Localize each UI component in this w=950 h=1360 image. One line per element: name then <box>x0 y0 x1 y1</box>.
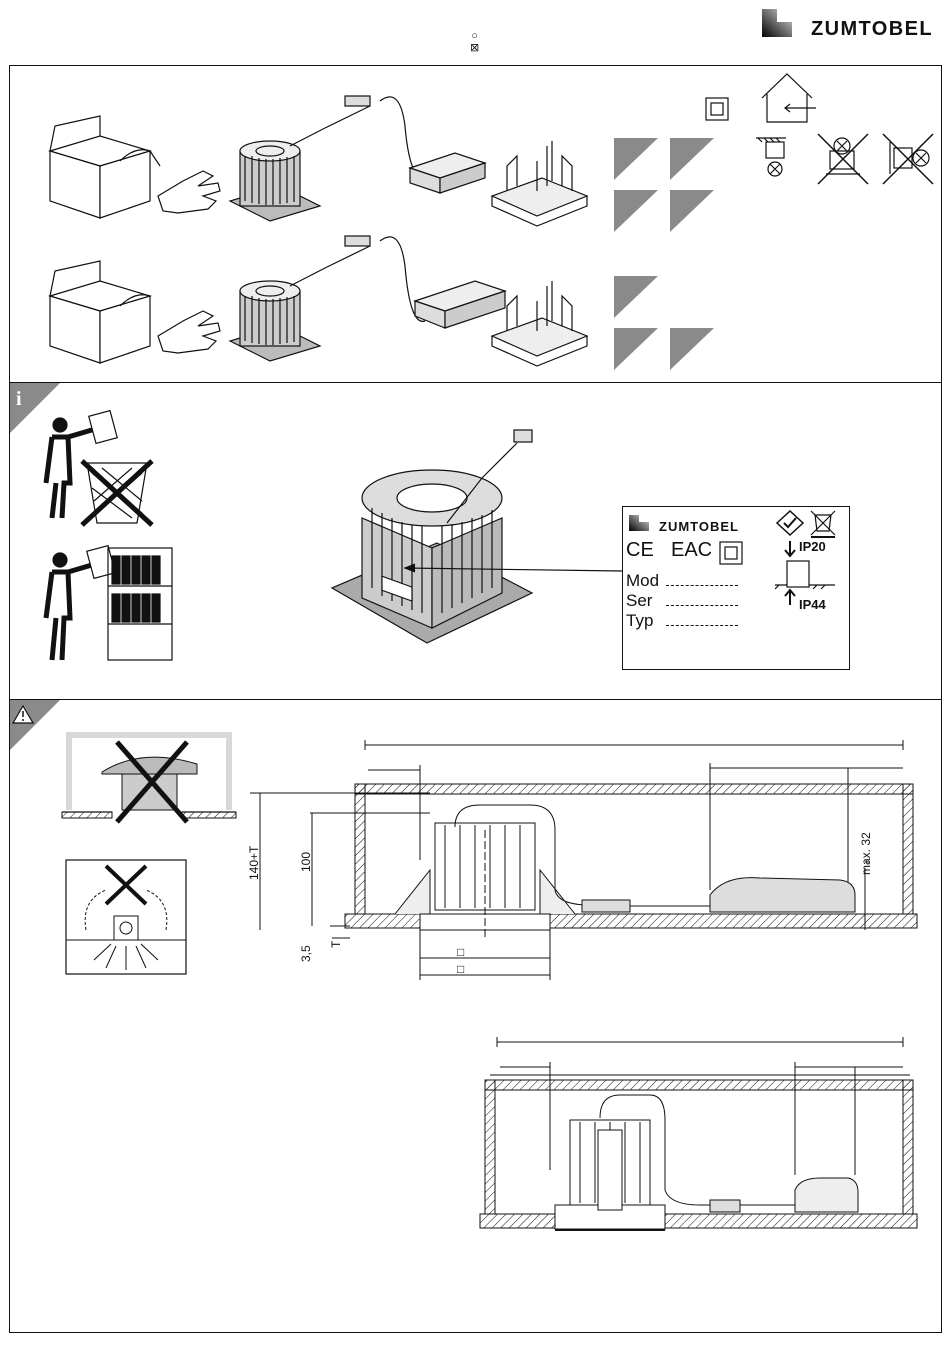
protection-class-ii-icon <box>706 98 728 120</box>
variant-tile <box>614 328 658 370</box>
luminaire-module-icon <box>230 96 370 221</box>
brand-name: ZUMTOBEL <box>811 18 933 41</box>
label-field-mod: Mod <box>626 571 659 591</box>
arrow-up-icon <box>785 590 795 605</box>
dim-height-body: 100 <box>299 852 313 872</box>
variant-tile <box>614 190 658 232</box>
warning-corner <box>10 700 60 750</box>
variant-tile <box>614 138 658 180</box>
label-field-typ: Typ <box>626 611 653 631</box>
no-insulation-cover-icon <box>62 732 236 822</box>
side-mount-forbidden-icon <box>883 134 933 184</box>
symbol-circle: ○ <box>470 30 479 42</box>
ip-rating-top: IP20 <box>799 539 826 554</box>
dim-square-small: □ <box>457 945 464 959</box>
person-filing-icon <box>46 546 172 660</box>
variant-tile <box>670 190 714 232</box>
protection-class-symbols: ○ ⊠ <box>470 30 479 54</box>
label-field-ser: Ser <box>626 591 652 611</box>
wall-mount-forbidden-icon <box>818 134 868 184</box>
dimension-drawing-2 <box>480 1037 917 1230</box>
dimension-drawing-1 <box>250 740 917 980</box>
luminaire-module-icon-2 <box>230 236 370 361</box>
label-field-ser-line <box>666 605 738 606</box>
indoor-use-icon <box>762 74 816 122</box>
person-discard-forbidden-icon <box>46 411 152 525</box>
zumtobel-logo-mark <box>762 9 792 37</box>
symbol-crossed-box: ⊠ <box>470 42 479 54</box>
info-panel: i <box>9 382 942 700</box>
heat-distance-warning-icon <box>66 860 186 974</box>
hand-icon <box>158 171 220 213</box>
dim-thickness: T <box>329 940 343 948</box>
unpacking-panel <box>9 65 942 383</box>
open-box-icon <box>50 116 160 218</box>
mounting-frame-icon-2 <box>492 281 587 366</box>
luminaire-with-label-icon <box>332 430 532 643</box>
driver-section <box>710 878 855 912</box>
open-box-icon-2 <box>50 261 150 363</box>
ip-rating-bottom: IP44 <box>799 597 826 612</box>
driver-section-2 <box>795 1178 858 1212</box>
driver-small-icon <box>410 153 485 193</box>
label-field-mod-line <box>666 585 738 586</box>
label-brand: ZUMTOBEL <box>659 519 739 534</box>
dim-square-large: □ <box>457 962 464 976</box>
mounting-frame-icon <box>492 141 587 226</box>
dim-height-total: 140+T <box>247 845 261 880</box>
dim-max-clearance: max. 32 <box>859 832 873 875</box>
hand-icon-2 <box>158 311 220 353</box>
arrow-down-icon <box>785 541 795 556</box>
info-icon: i <box>16 388 22 410</box>
driver-large-icon <box>415 281 505 328</box>
label-symbols <box>775 509 845 605</box>
variant-tile <box>670 328 714 370</box>
label-logo-mark <box>629 515 649 531</box>
recess-diagram-icon <box>775 561 835 589</box>
variant-tile <box>614 276 658 318</box>
unpacking-illustration <box>10 66 943 384</box>
variant-tile <box>670 138 714 180</box>
variant-tiles <box>614 138 714 370</box>
eac-mark: EAC <box>671 539 712 562</box>
ce-mark: CE <box>626 539 654 562</box>
dim-flange: 3,5 <box>299 945 313 962</box>
product-label: ZUMTOBEL CE EAC IP20 IP44 Mod <box>622 506 850 670</box>
protection-class-ii-icon <box>719 541 743 565</box>
label-field-typ-line <box>666 625 738 626</box>
installation-panel: 140+T 100 3,5 T max. 32 □ □ <box>9 699 942 1333</box>
weee-bin-icon <box>811 511 835 537</box>
ceiling-mount-allowed-icon <box>756 138 786 176</box>
rcm-mark-icon <box>777 511 803 535</box>
installation-illustration: 140+T 100 3,5 T max. 32 □ □ <box>10 700 943 1334</box>
